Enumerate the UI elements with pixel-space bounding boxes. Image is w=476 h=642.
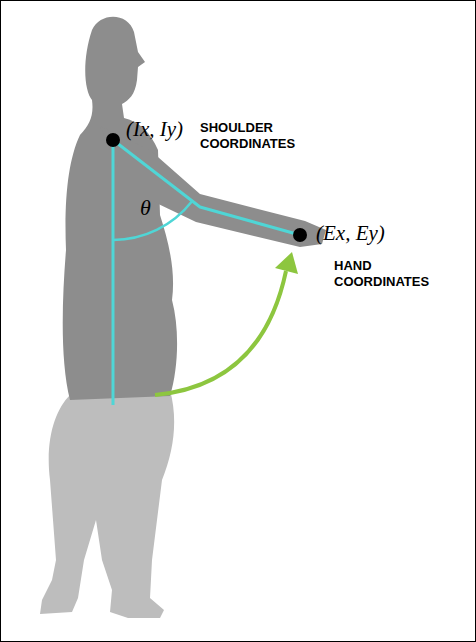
shoulder-caption: SHOULDER COORDINATES [200, 120, 300, 153]
hand-point [293, 228, 307, 242]
motion-arrow [155, 271, 286, 395]
upper-body [63, 17, 177, 400]
vertical-reference-line [112, 140, 115, 405]
hand-caption: HAND COORDINATES [334, 258, 434, 291]
angle-symbol: θ [140, 196, 164, 220]
motion-arrowhead [275, 252, 298, 274]
arm-line [113, 140, 300, 235]
shoulder-point [106, 133, 120, 147]
angle-arc [113, 202, 192, 240]
lower-body [40, 390, 174, 618]
hand-coordinates-symbol: (Ex, Ey) [316, 222, 416, 245]
